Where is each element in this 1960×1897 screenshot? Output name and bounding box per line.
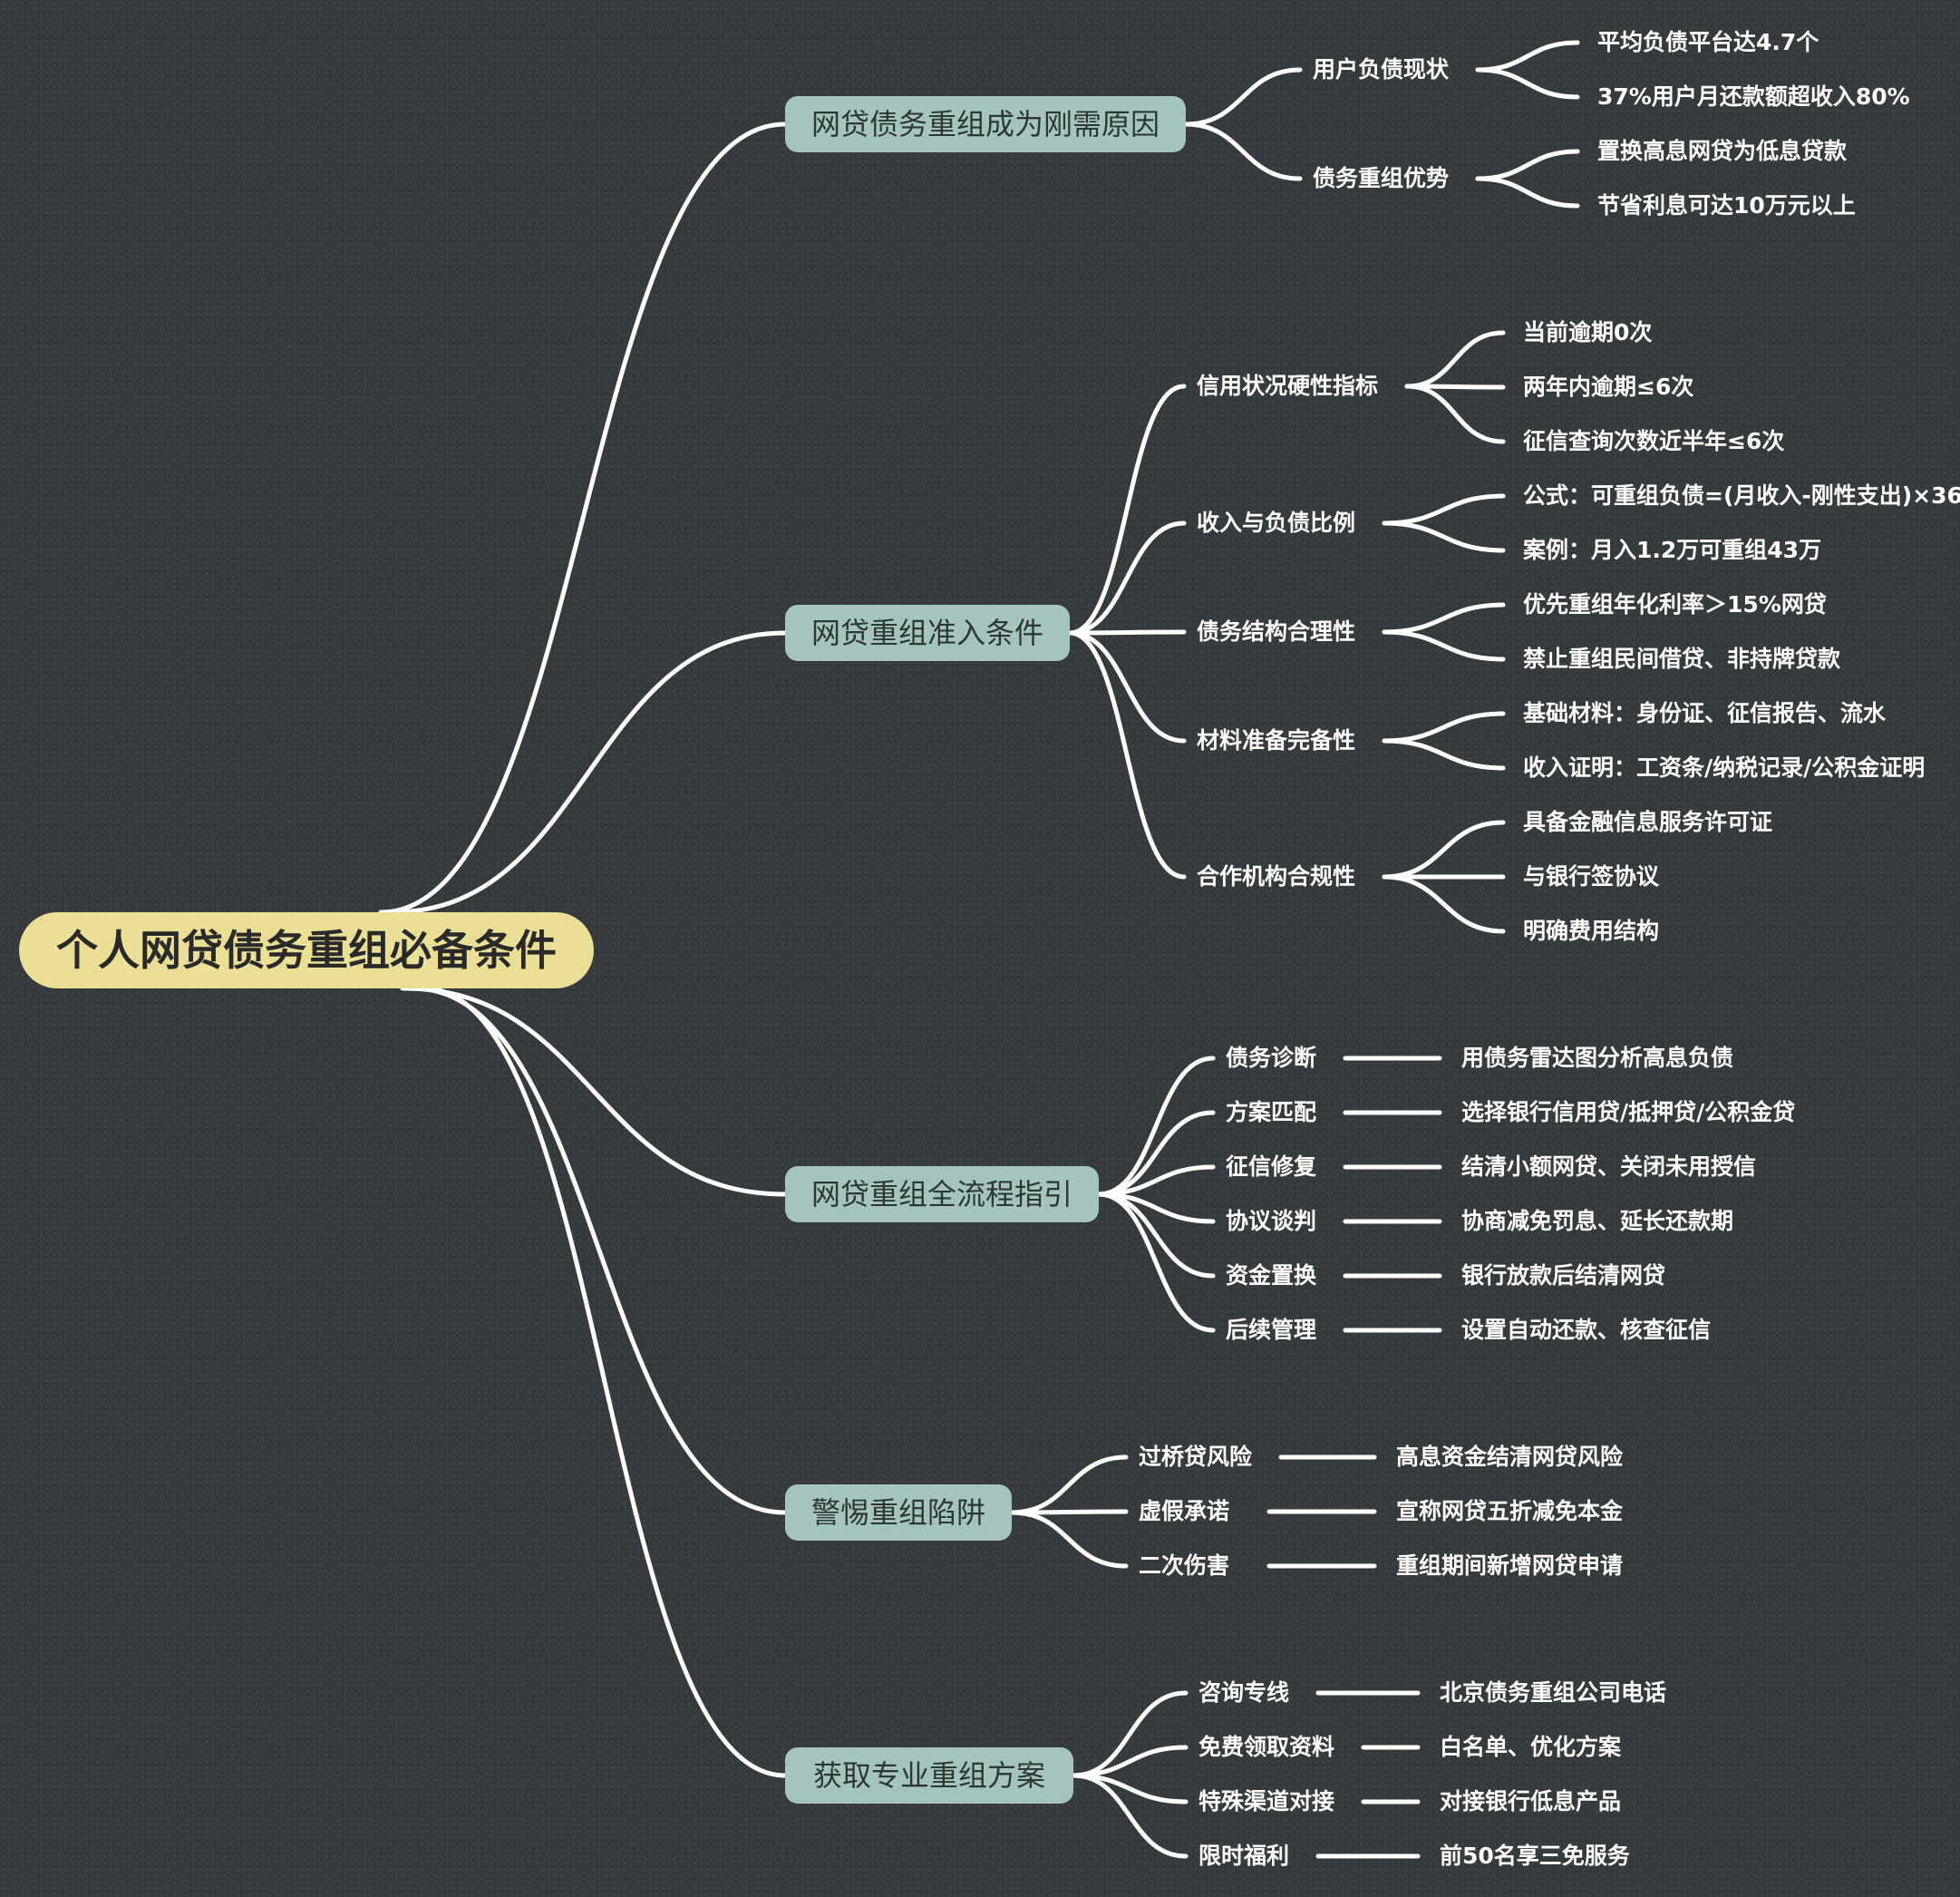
subtopic-credit-repair[interactable]: 征信修复 xyxy=(1226,1153,1317,1180)
branch-to-subtopic-connector xyxy=(1067,630,1187,744)
leaf-topic[interactable]: 禁止重组民间借贷、非持牌贷款 xyxy=(1523,646,1841,672)
leaf-topic[interactable]: 公式：可重组负债=(月收入-刚性支出)×36 xyxy=(1523,482,1960,509)
leaf-topic[interactable]: 宣称网贷五折减免本金 xyxy=(1396,1498,1624,1524)
subtopic-special-channel[interactable]: 特殊渠道对接 xyxy=(1198,1788,1335,1814)
branch-to-subtopic-connector xyxy=(1183,122,1303,181)
leaf-topic[interactable]: 选择银行信用贷/抵押贷/公积金贷 xyxy=(1461,1099,1796,1125)
root-topic[interactable]: 个人网贷债务重组必备条件 xyxy=(19,912,594,988)
subtopic-false-promise[interactable]: 虚假承诺 xyxy=(1139,1498,1230,1524)
branch-to-subtopic-connector xyxy=(1096,1110,1216,1197)
leaf-topic[interactable]: 北京债务重组公司电话 xyxy=(1440,1679,1667,1706)
branch-topic-demand-reasons[interactable]: 网贷债务重组成为刚需原因 xyxy=(785,96,1186,152)
branch-to-subtopic-connector xyxy=(1067,520,1187,636)
subtopic-to-leaf-connector xyxy=(1475,40,1580,73)
leaf-topic[interactable]: 协商减免罚息、延长还款期 xyxy=(1461,1208,1734,1234)
root-to-branch-connector xyxy=(378,122,788,915)
branch-to-subtopic-connector xyxy=(1067,630,1187,880)
leaf-topic[interactable]: 用债务雷达图分析高息负债 xyxy=(1461,1045,1734,1071)
subtopic-to-leaf-connector xyxy=(1382,874,1506,934)
subtopic-to-leaf-connector xyxy=(1404,384,1506,444)
leaf-topic[interactable]: 设置自动还款、核查征信 xyxy=(1461,1317,1712,1343)
branch-to-subtopic-connector xyxy=(1071,1690,1189,1778)
subtopic-bridge-loan-risk[interactable]: 过桥贷风险 xyxy=(1139,1444,1253,1470)
subtopic-free-materials[interactable]: 免费领取资料 xyxy=(1198,1734,1335,1760)
leaf-topic[interactable]: 收入证明：工资条/纳税记录/公积金证明 xyxy=(1523,754,1926,781)
leaf-topic[interactable]: 平均负债平台达4.7个 xyxy=(1597,29,1819,55)
branch-to-subtopic-connector xyxy=(1009,1510,1129,1569)
leaf-topic[interactable]: 具备金融信息服务许可证 xyxy=(1523,809,1773,835)
branch-to-subtopic-connector xyxy=(1096,1192,1216,1333)
subtopic-to-leaf-connector xyxy=(1475,149,1580,181)
leaf-topic[interactable]: 征信查询次数近半年≤6次 xyxy=(1523,428,1785,454)
root-to-branch-connector xyxy=(389,630,788,915)
subtopic-to-leaf-connector xyxy=(1382,820,1506,880)
leaf-topic[interactable]: 优先重组年化利率＞15%网贷 xyxy=(1523,591,1827,618)
leaf-topic[interactable]: 对接银行低息产品 xyxy=(1440,1788,1622,1814)
leaf-topic[interactable]: 节省利息可达10万元以上 xyxy=(1597,192,1856,219)
root-to-branch-connector xyxy=(400,986,788,1197)
subtopic-to-leaf-connector xyxy=(1475,67,1580,100)
leaf-topic[interactable]: 高息资金结清网贷风险 xyxy=(1396,1444,1624,1470)
subtopic-income-debt-ratio[interactable]: 收入与负债比例 xyxy=(1197,510,1356,536)
subtopic-to-leaf-connector xyxy=(1475,176,1580,209)
subtopic-credit-indicators[interactable]: 信用状况硬性指标 xyxy=(1197,373,1379,399)
leaf-topic[interactable]: 与银行签协议 xyxy=(1523,863,1660,890)
leaf-topic[interactable]: 案例：月入1.2万可重组43万 xyxy=(1523,537,1822,563)
leaf-topic[interactable]: 基础材料：身份证、征信报告、流水 xyxy=(1523,700,1887,726)
subtopic-partner-compliance[interactable]: 合作机构合规性 xyxy=(1197,863,1356,890)
leaf-topic[interactable]: 置换高息网贷为低息贷款 xyxy=(1597,138,1848,164)
branch-topic-process-guide[interactable]: 网贷重组全流程指引 xyxy=(785,1166,1099,1222)
branch-to-subtopic-connector xyxy=(1071,1773,1189,1859)
subtopic-secondary-harm[interactable]: 二次伤害 xyxy=(1139,1552,1230,1579)
leaf-topic[interactable]: 结清小额网贷、关闭未用授信 xyxy=(1461,1153,1757,1180)
leaf-topic[interactable]: 前50名享三免服务 xyxy=(1440,1843,1630,1869)
branch-topic-traps[interactable]: 警惕重组陷阱 xyxy=(785,1484,1012,1541)
subtopic-hotline[interactable]: 咨询专线 xyxy=(1198,1679,1290,1706)
branch-to-subtopic-connector xyxy=(1183,67,1303,127)
subtopic-follow-up[interactable]: 后续管理 xyxy=(1226,1317,1317,1343)
leaf-topic[interactable]: 37%用户月还款额超收入80% xyxy=(1597,83,1910,110)
branch-to-subtopic-connector xyxy=(1096,1056,1216,1197)
subtopic-to-leaf-connector xyxy=(1382,602,1506,635)
leaf-topic[interactable]: 两年内逾期≤6次 xyxy=(1523,374,1694,400)
subtopic-plan-matching[interactable]: 方案匹配 xyxy=(1226,1099,1317,1125)
subtopic-materials[interactable]: 材料准备完备性 xyxy=(1197,727,1356,754)
subtopic-to-leaf-connector xyxy=(1382,493,1506,526)
subtopic-to-leaf-connector xyxy=(1382,738,1506,771)
leaf-topic[interactable]: 当前逾期0次 xyxy=(1523,319,1653,345)
leaf-topic[interactable]: 银行放款后结清网贷 xyxy=(1461,1262,1666,1289)
subtopic-user-debt-status[interactable]: 用户负债现状 xyxy=(1313,56,1450,83)
subtopic-to-leaf-connector xyxy=(1404,330,1506,389)
root-to-branch-connector xyxy=(411,986,788,1515)
leaf-topic[interactable]: 重组期间新增网贷申请 xyxy=(1396,1552,1624,1579)
branch-topic-get-plan[interactable]: 获取专业重组方案 xyxy=(785,1747,1073,1804)
branch-to-subtopic-connector xyxy=(1009,1454,1129,1515)
subtopic-negotiation[interactable]: 协议谈判 xyxy=(1226,1208,1317,1234)
branch-to-subtopic-connector xyxy=(1067,629,1187,636)
subtopic-fund-replacement[interactable]: 资金置换 xyxy=(1226,1262,1317,1289)
subtopic-to-leaf-connector xyxy=(1382,629,1506,662)
subtopic-restructure-advantages[interactable]: 债务重组优势 xyxy=(1313,165,1450,191)
leaf-topic[interactable]: 白名单、优化方案 xyxy=(1440,1734,1622,1760)
subtopic-debt-structure[interactable]: 债务结构合理性 xyxy=(1197,618,1356,645)
subtopic-to-leaf-connector xyxy=(1382,520,1506,553)
subtopic-debt-diagnosis[interactable]: 债务诊断 xyxy=(1226,1045,1317,1071)
subtopic-limited-offer[interactable]: 限时福利 xyxy=(1198,1843,1290,1869)
branch-to-subtopic-connector xyxy=(1067,384,1187,636)
branch-topic-admission-conditions[interactable]: 网贷重组准入条件 xyxy=(785,605,1070,661)
subtopic-to-leaf-connector xyxy=(1382,711,1506,744)
leaf-topic[interactable]: 明确费用结构 xyxy=(1523,918,1660,944)
root-to-branch-connector xyxy=(422,986,788,1778)
